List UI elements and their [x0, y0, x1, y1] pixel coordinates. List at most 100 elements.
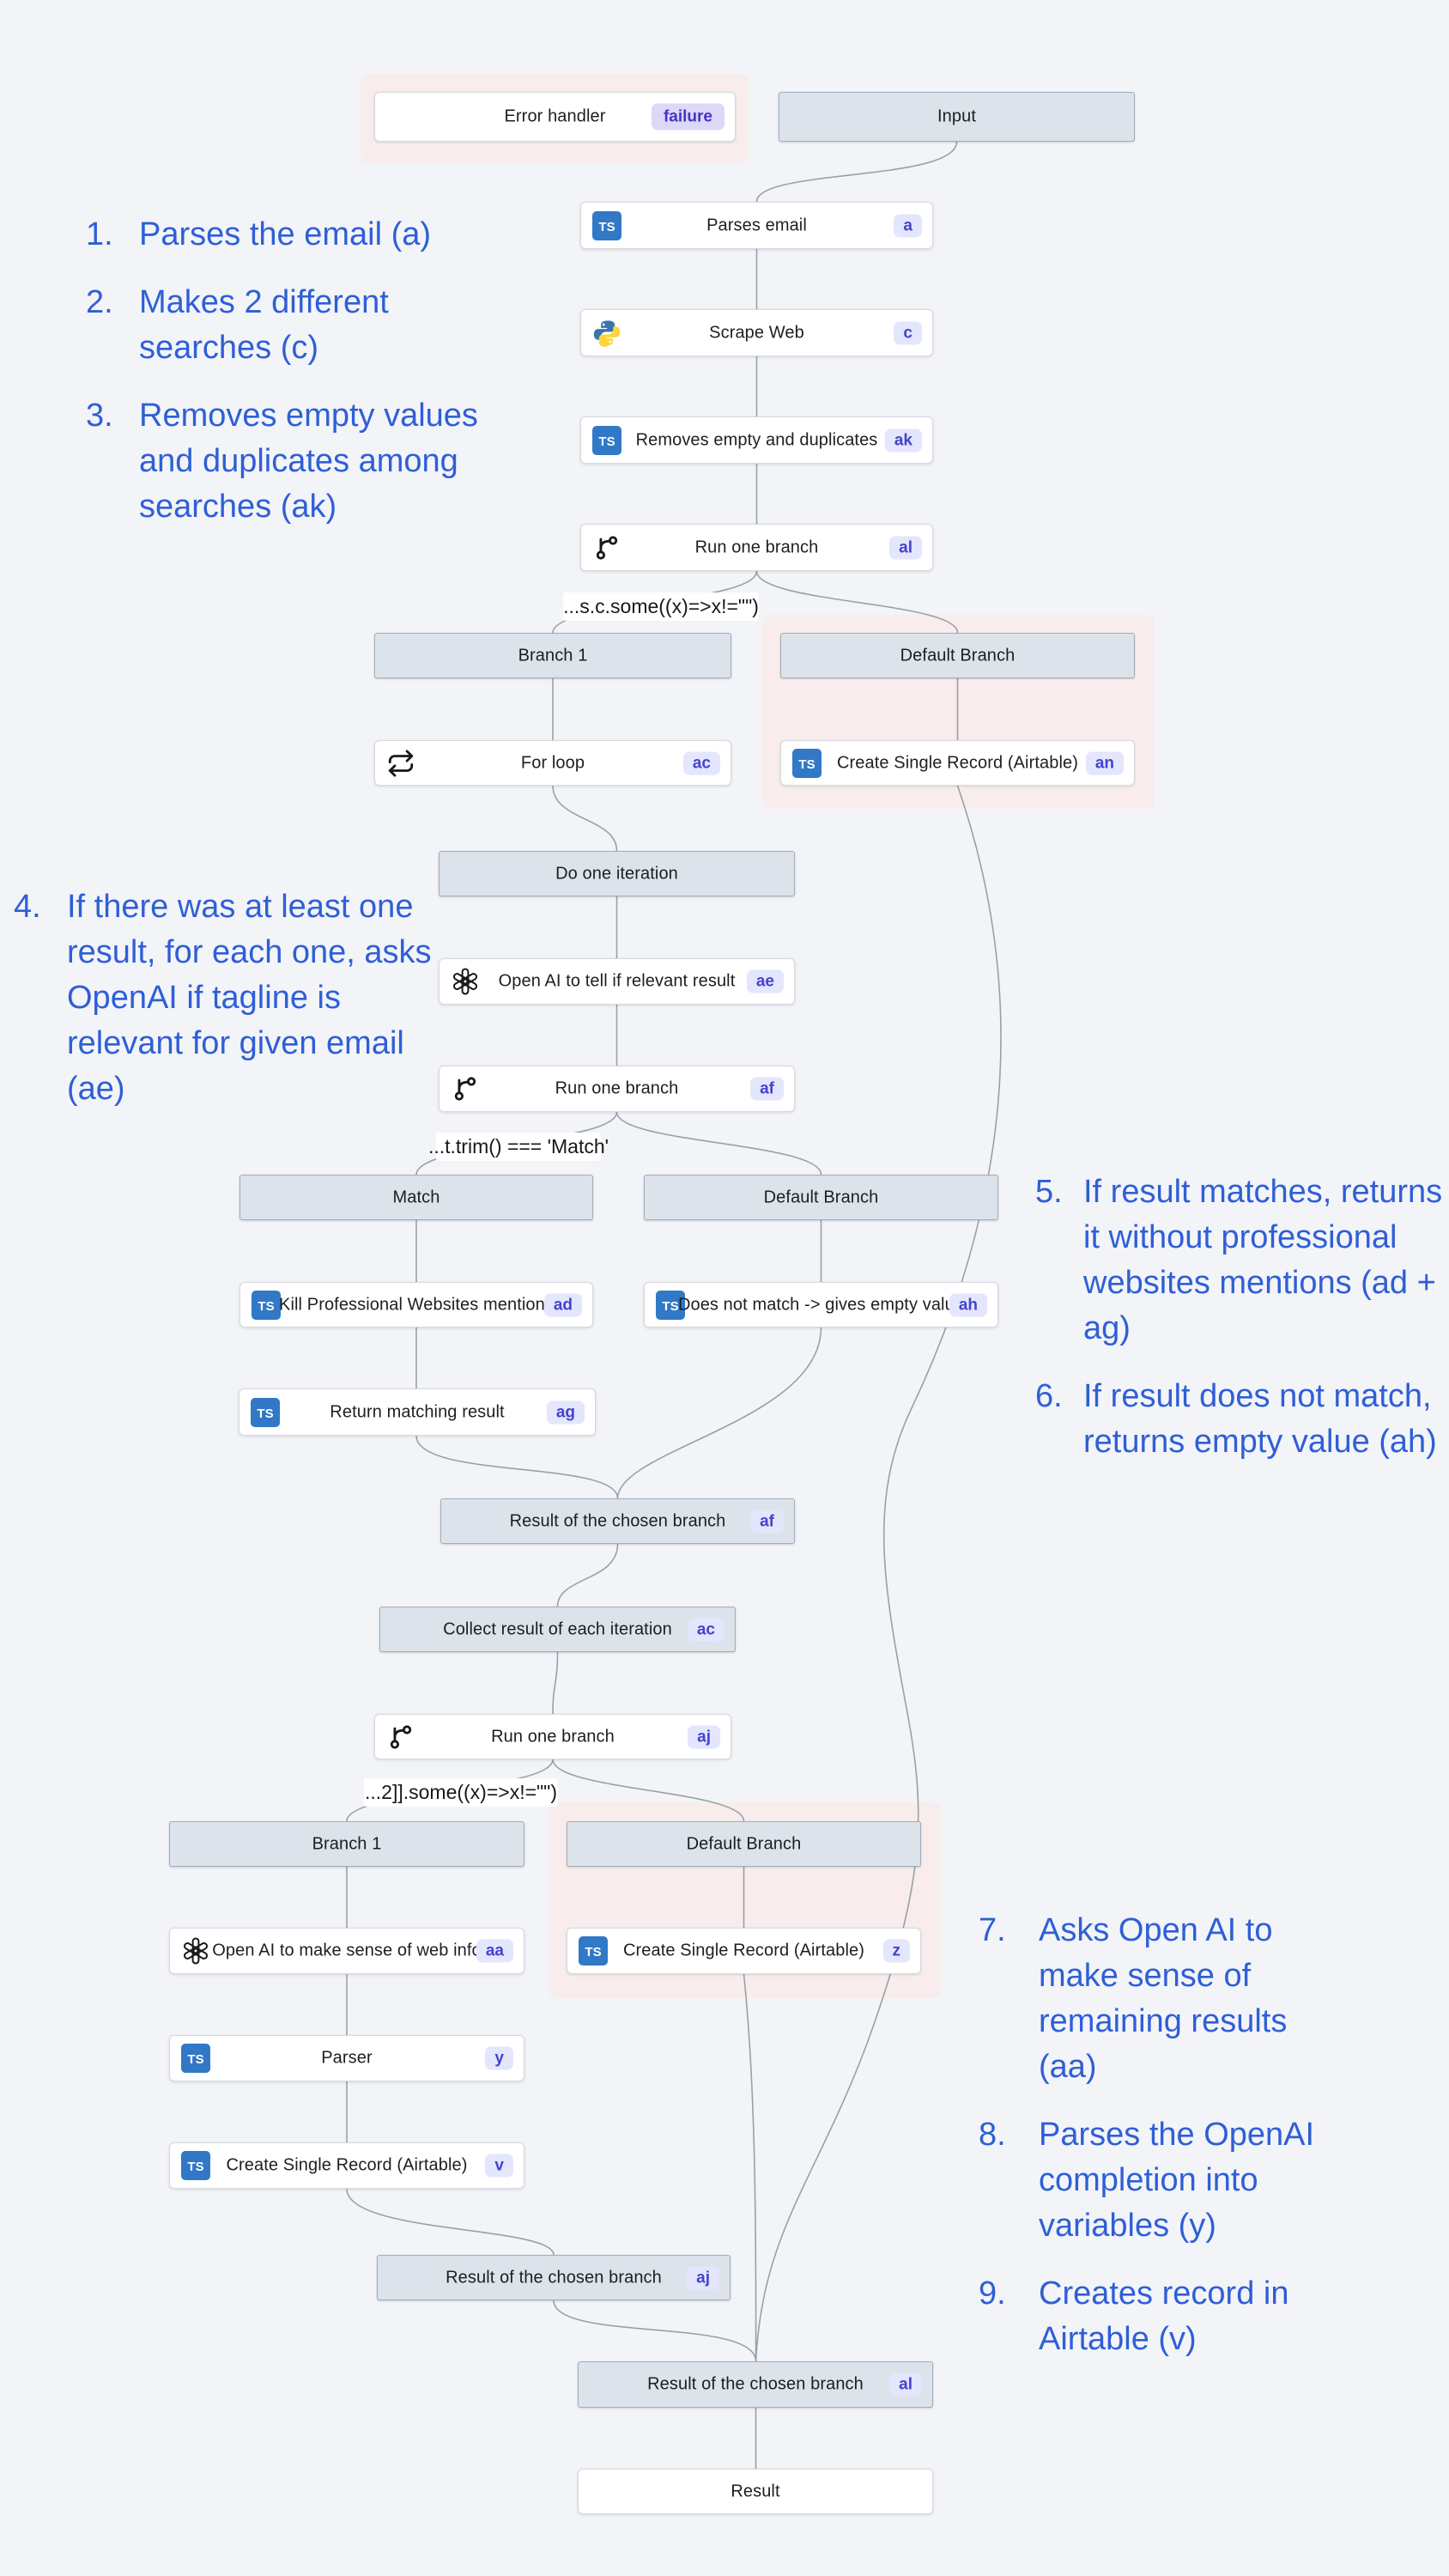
- collect-result-each-iteration-node[interactable]: Collect result of each iteration ac: [379, 1607, 736, 1652]
- annotation-number: 1.: [86, 216, 113, 252]
- node-badge: failure: [651, 103, 724, 131]
- svg-text:TS: TS: [598, 220, 615, 234]
- result-node[interactable]: Result: [578, 2469, 933, 2514]
- node-badge: z: [882, 1939, 910, 1963]
- edge: [552, 785, 618, 852]
- branch-icon: [451, 1074, 480, 1103]
- node-label: Default Branch: [763, 1188, 879, 1206]
- svg-text:TS: TS: [257, 1406, 273, 1421]
- node-badge: ah: [949, 1293, 987, 1316]
- node-label: Branch 1: [518, 646, 588, 665]
- node-label: Parser: [321, 2048, 373, 2068]
- annotation-number: 5.: [1035, 1174, 1063, 1210]
- svg-text:TS: TS: [662, 1299, 678, 1314]
- node-badge: y: [485, 2046, 513, 2070]
- node-label: Branch 1: [312, 1834, 382, 1853]
- node-label: Result: [731, 2482, 780, 2500]
- default-branch-mid-node[interactable]: Default Branch: [644, 1175, 998, 1220]
- ts-icon: TS: [656, 1290, 685, 1320]
- annotation-item: 7.Asks Open AI to make sense of remainin…: [979, 1908, 1335, 2090]
- default-branch-top-node[interactable]: Default Branch: [780, 633, 1135, 678]
- node-label: Run one branch: [694, 538, 819, 556]
- annotation-number: 3.: [86, 398, 113, 434]
- node-label: Create Single Record (Airtable): [622, 1941, 864, 1960]
- node-badge: ae: [746, 969, 784, 993]
- branch-1-bottom-node[interactable]: Branch 1: [169, 1821, 524, 1867]
- node-label: Removes empty and duplicates: [635, 430, 878, 449]
- parser-node[interactable]: TS Parser y: [169, 2035, 524, 2081]
- do-one-iteration-node[interactable]: Do one iteration: [439, 851, 795, 896]
- node-badge: ak: [884, 428, 922, 452]
- node-label: Create Single Record (Airtable): [836, 753, 1078, 772]
- edge: [553, 2300, 757, 2362]
- node-badge: ac: [682, 751, 720, 775]
- svg-text:TS: TS: [598, 434, 615, 449]
- node-label: Result of the chosen branch: [509, 1511, 726, 1530]
- node-badge: aj: [688, 1725, 720, 1748]
- node-label: Kill Professional Websites mentions: [279, 1295, 554, 1314]
- annotation-item: 8.Parses the OpenAI completion into vari…: [979, 2112, 1335, 2249]
- annotation-number: 9.: [979, 2275, 1006, 2312]
- error-handler-node[interactable]: Error handler failure: [374, 92, 736, 142]
- annotation-group: 4. If there was at least one result, for …: [14, 884, 436, 1134]
- node-badge: af: [750, 1510, 784, 1533]
- node-label: Error handler: [504, 106, 606, 126]
- openai-icon: [451, 967, 480, 996]
- annotation-number: 4.: [14, 889, 41, 925]
- ts-icon: TS: [592, 425, 621, 455]
- branch-condition-label: ...s.c.some((x)=>x!=""): [563, 592, 759, 621]
- node-badge: v: [485, 2154, 513, 2178]
- node-badge: c: [894, 321, 922, 344]
- python-icon: [592, 319, 621, 348]
- node-label: Match: [392, 1188, 440, 1206]
- input-node[interactable]: Input: [779, 92, 1135, 142]
- annotation-group: 5.If result matches, returns it without …: [1035, 1170, 1449, 1487]
- ts-icon: TS: [592, 210, 621, 240]
- removes-empty-and-duplicates-node[interactable]: TS Removes empty and duplicates ak: [580, 416, 933, 464]
- annotation-text: If result does not match, returns empty …: [1083, 1378, 1437, 1460]
- openai-icon: [181, 1936, 210, 1965]
- branch-1-top-node[interactable]: Branch 1: [374, 633, 731, 678]
- annotation-text: If there was at least one result, for ea…: [67, 889, 432, 1107]
- default-branch-bottom-node[interactable]: Default Branch: [567, 1821, 921, 1867]
- create-single-record-z-node[interactable]: TS Create Single Record (Airtable) z: [567, 1928, 921, 1974]
- node-badge: al: [889, 536, 922, 559]
- svg-text:TS: TS: [187, 2160, 203, 2174]
- edge: [556, 1543, 619, 1607]
- node-badge: ad: [543, 1293, 582, 1316]
- annotation-item: 2.Makes 2 different searches (c): [86, 280, 525, 371]
- branch-condition-label: ...t.trim() === 'Match': [428, 1133, 609, 1161]
- ts-icon: TS: [181, 2151, 210, 2180]
- node-label: Does not match -> gives empty value: [677, 1295, 965, 1314]
- run-one-branch-al-node[interactable]: Run one branch al: [580, 524, 933, 571]
- node-label: Collect result of each iteration: [443, 1619, 672, 1638]
- svg-text:TS: TS: [187, 2052, 203, 2067]
- annotation-item: 4. If there was at least one result, for …: [14, 884, 436, 1112]
- annotation-text: Creates record in Airtable (v): [1039, 2275, 1289, 2357]
- annotation-item: 6.If result does not match, returns empt…: [1035, 1374, 1449, 1465]
- match-header-node[interactable]: Match: [239, 1175, 593, 1220]
- node-label: Run one branch: [555, 1078, 679, 1098]
- node-badge: ac: [687, 1618, 724, 1641]
- ts-icon: TS: [579, 1936, 608, 1965]
- result-chosen-branch-af-node[interactable]: Result of the chosen branch af: [440, 1498, 795, 1544]
- branch-icon: [592, 533, 621, 562]
- annotation-group: 1.Parses the email (a)2.Makes 2 differen…: [86, 212, 525, 552]
- annotation-text: Parses the OpenAI completion into variab…: [1039, 2117, 1315, 2244]
- edge: [415, 1435, 619, 1499]
- edge: [755, 785, 1002, 2362]
